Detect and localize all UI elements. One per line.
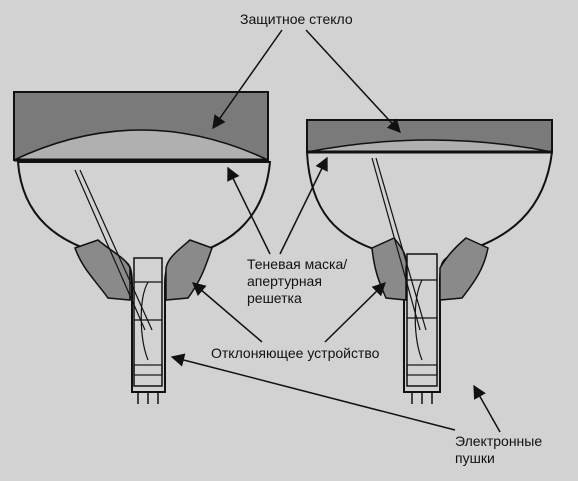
right-gun-body xyxy=(406,253,438,387)
left-yoke-left xyxy=(74,239,131,301)
left-beam xyxy=(74,169,146,331)
arrow-guns-right xyxy=(473,384,501,433)
right-yoke-right xyxy=(439,237,489,301)
label-protective-glass: Защитное стекло xyxy=(240,11,353,27)
left-yoke-right xyxy=(165,239,213,301)
right-crt xyxy=(305,119,554,404)
arrow-mask-left xyxy=(227,166,271,255)
right-screen-curve xyxy=(306,139,553,153)
arrow-yoke-right xyxy=(324,282,386,343)
left-screen-curve xyxy=(13,129,269,161)
arrow-yoke-left xyxy=(191,282,263,343)
left-crt xyxy=(13,91,272,404)
right-crt-bulb xyxy=(305,151,554,393)
arrow-guns-left xyxy=(170,353,456,431)
arrow-mask-right xyxy=(279,156,328,255)
arrow-glass-left xyxy=(212,29,283,130)
callout-arrows xyxy=(170,29,501,433)
label-electron-guns: Электронные пушки xyxy=(455,433,543,466)
left-crt-bulb xyxy=(16,161,272,393)
left-gun-body xyxy=(133,257,163,387)
right-beam xyxy=(371,157,421,331)
label-deflection-yoke: Отклоняющее устройство xyxy=(211,345,380,361)
label-shadow-mask: Теневая маска/ апертурная решетка xyxy=(247,256,348,306)
arrow-glass-right xyxy=(305,29,401,133)
